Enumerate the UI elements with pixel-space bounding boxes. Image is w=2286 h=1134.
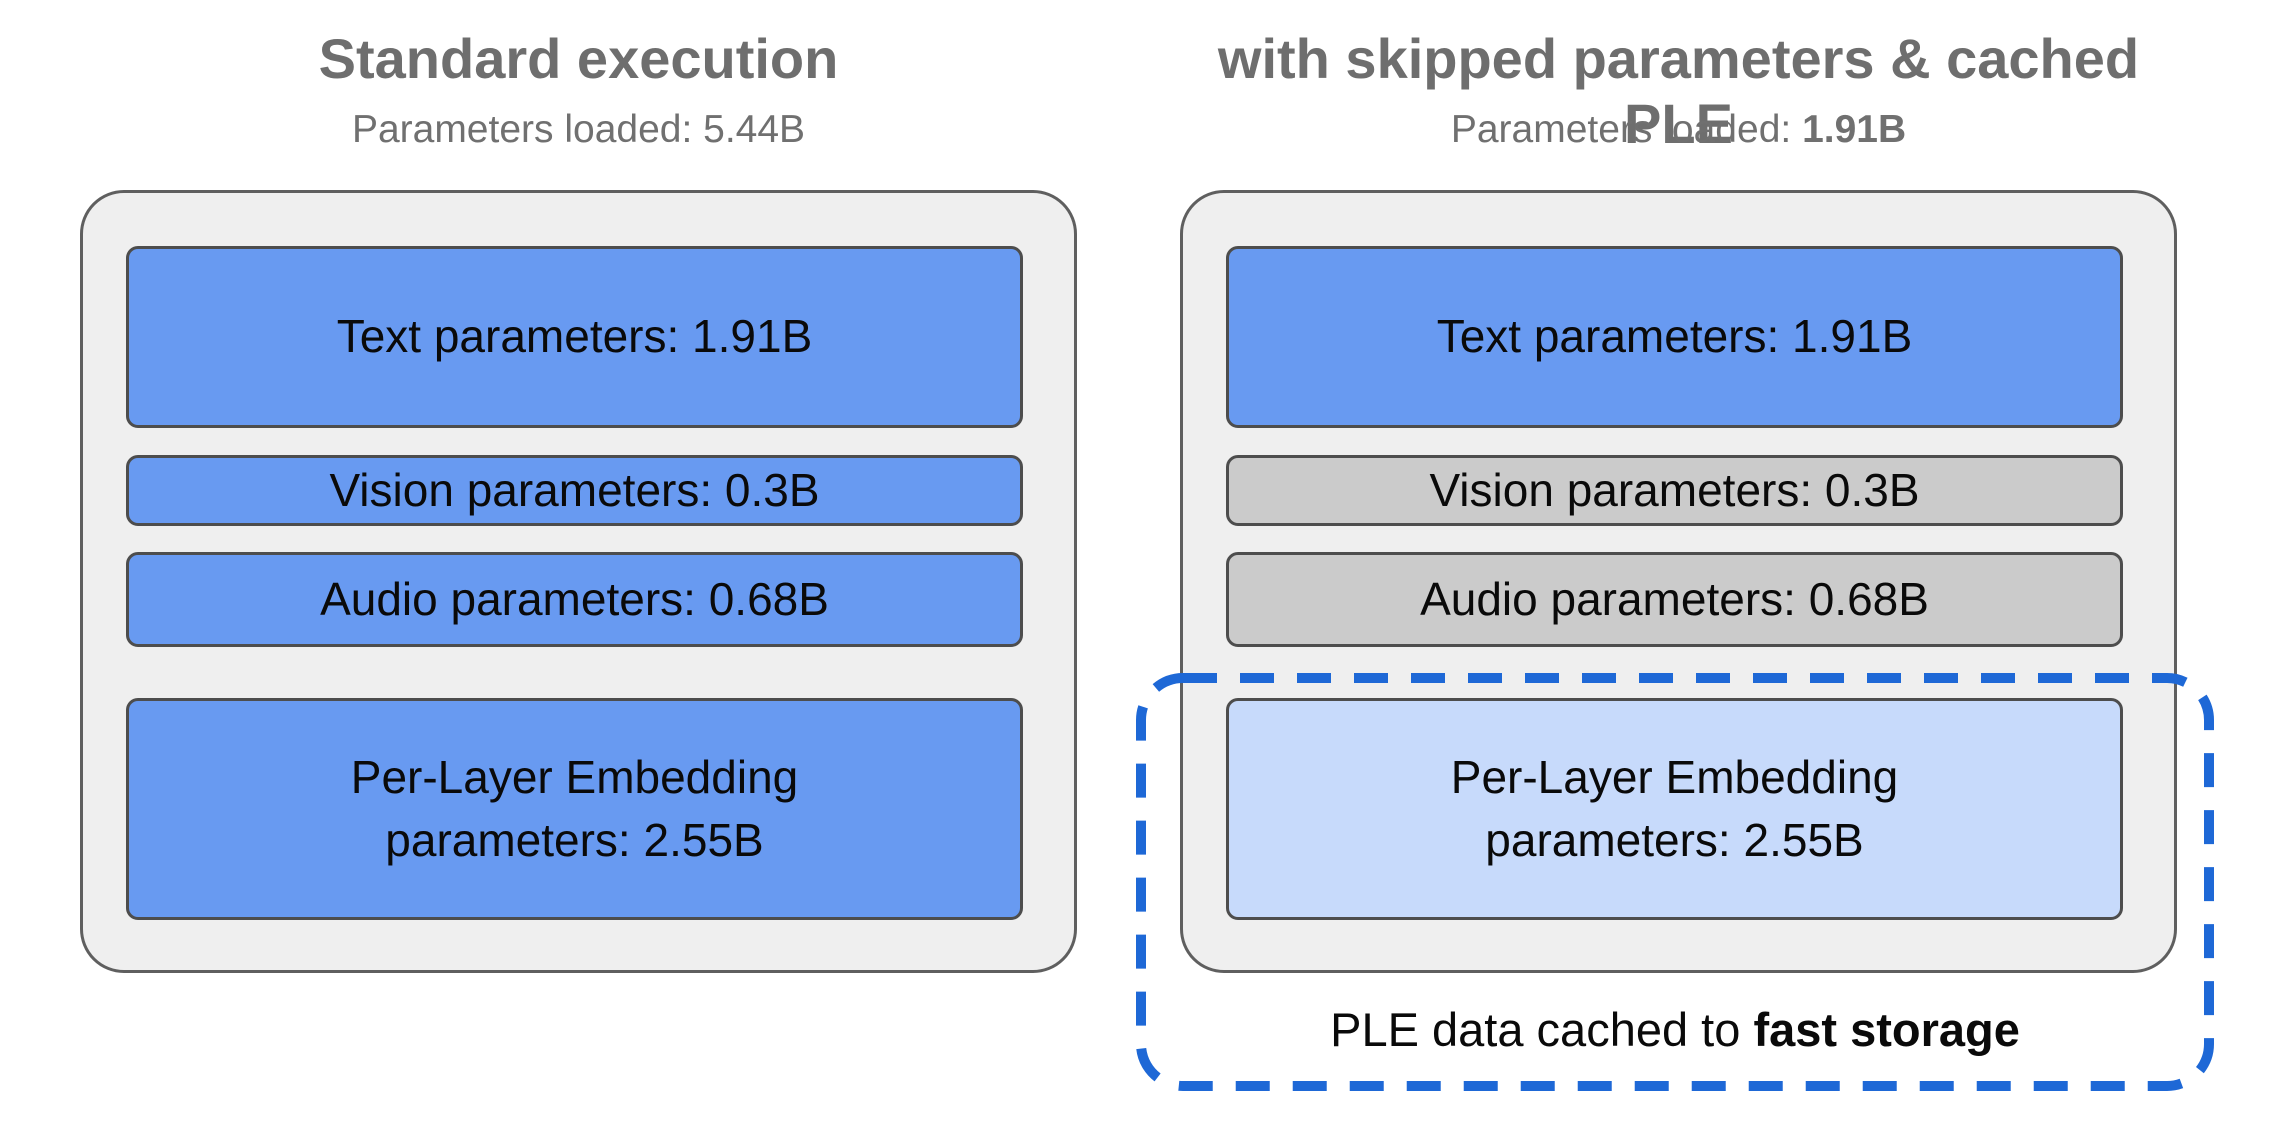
left-model-container: Text parameters: 1.91B Vision parameters… [80,190,1077,973]
right-module-vision-label: Vision parameters: 0.3B [1429,463,1920,516]
right-module-audio-params: Audio parameters: 0.68B [1226,552,2123,647]
right-panel-subtitle: Parameters loaded: 1.91B [1180,108,2177,152]
left-subtitle-label: Parameters loaded: [351,108,704,151]
right-module-audio-label: Audio parameters: 0.68B [1420,572,1929,625]
right-subtitle-label: Parameters loaded: [1450,108,1803,151]
right-model-container: Text parameters: 1.91B Vision parameters… [1180,190,2177,973]
left-module-ple-params: Per-Layer Embedding parameters: 2.55B [126,698,1023,920]
left-module-text-label: Text parameters: 1.91B [336,310,813,363]
left-module-ple-label: Per-Layer Embedding parameters: 2.55B [350,750,799,866]
right-module-ple-label: Per-Layer Embedding parameters: 2.55B [1450,750,1899,866]
left-module-audio-label: Audio parameters: 0.68B [320,572,829,625]
right-subtitle-value: 1.91B [1802,108,1907,151]
right-module-ple-params: Per-Layer Embedding parameters: 2.55B [1226,698,2123,920]
left-module-audio-params: Audio parameters: 0.68B [126,552,1023,647]
ple-cache-caption-prefix: PLE data cached to [1330,1003,1754,1056]
right-module-text-params: Text parameters: 1.91B [1226,246,2123,428]
left-module-vision-label: Vision parameters: 0.3B [329,463,820,516]
left-subtitle-value: 5.44B [703,108,806,151]
ple-cache-caption: PLE data cached to fast storage [1135,1002,2215,1057]
right-module-text-label: Text parameters: 1.91B [1436,310,1913,363]
ple-cache-caption-bold: fast storage [1753,1003,2020,1056]
left-panel-title: Standard execution [318,27,839,90]
left-module-vision-params: Vision parameters: 0.3B [126,455,1023,526]
left-module-text-params: Text parameters: 1.91B [126,246,1023,428]
right-panel-title: with skipped parameters & cached PLE [1217,27,2140,155]
left-panel-subtitle: Parameters loaded: 5.44B [80,108,1077,152]
right-module-vision-params: Vision parameters: 0.3B [1226,455,2123,526]
